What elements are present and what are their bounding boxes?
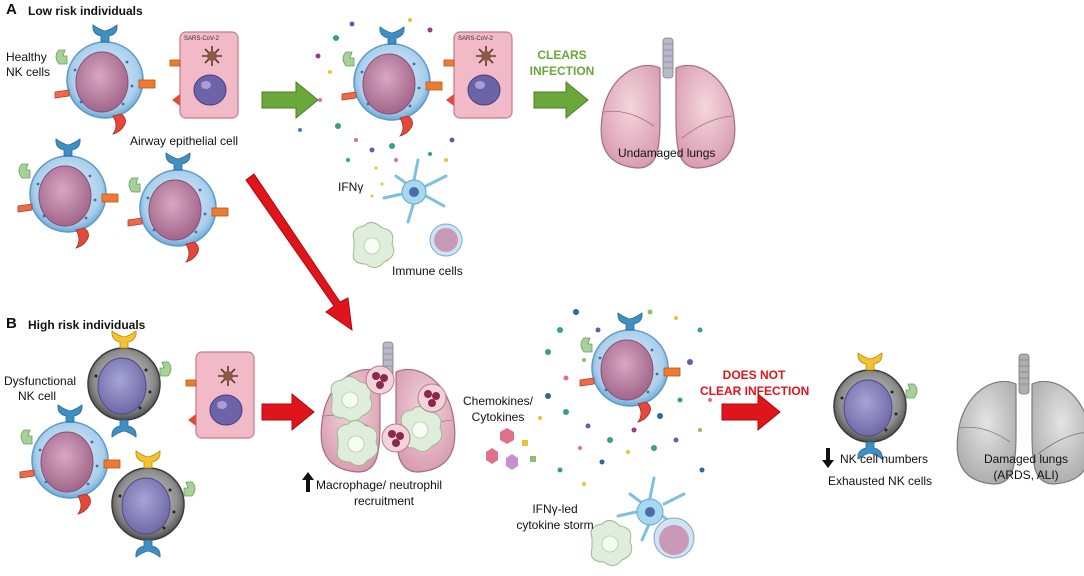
nk-cell-numbers-label: NK cell numbers — [840, 452, 929, 466]
activated-nk-cell — [579, 312, 681, 423]
cytokine-particles — [298, 18, 455, 198]
dysfunctional-nk-label-line2: NK cell — [18, 389, 57, 403]
panel-b-artwork — [19, 309, 1084, 567]
cytokine-storm-particles — [486, 309, 712, 486]
virus-label: SARS-CoV-2 — [184, 36, 220, 42]
healthy-nk-label-line2: NK cells — [6, 65, 51, 79]
panel-a-letter: A — [6, 1, 17, 18]
panel-b-title: High risk individuals — [28, 318, 146, 332]
dendritic-cell — [382, 158, 448, 224]
green-arrow — [261, 80, 319, 120]
nk-cell — [19, 404, 121, 515]
virus-label-2: SARS-CoV-2 — [458, 36, 494, 42]
does-not-clear-line2: CLEAR INFECTION — [700, 384, 810, 398]
up-arrow-icon — [302, 472, 314, 492]
neutrophil — [417, 383, 447, 413]
macrophage — [352, 221, 395, 269]
panel-b-letter: B — [6, 315, 17, 332]
exhausted-nk-cell — [833, 352, 918, 460]
undamaged-lungs-label: Undamaged lungs — [618, 146, 716, 160]
healthy-nk-cell — [127, 152, 229, 263]
clears-infection-line1: CLEARS — [537, 48, 587, 62]
dysfunctional-nk-label-line1: Dysfunctional — [4, 374, 77, 388]
airway-cell-label: Airway epithelial cell — [130, 134, 239, 148]
chemokines-label-line1: Chemokines/ — [462, 394, 534, 408]
panel-a-artwork — [17, 18, 736, 332]
red-arrow — [261, 392, 315, 432]
infected-epithelial-cell — [443, 31, 513, 119]
exhausted-nk-label: Exhausted NK cells — [828, 474, 933, 488]
damaged-lungs-label-line1: Damaged lungs — [983, 452, 1069, 466]
green-arrow — [533, 80, 589, 120]
macrophage-label-line2: recruitment — [353, 494, 415, 508]
healthy-nk-label-line1: Healthy — [6, 50, 47, 64]
lymphocyte — [653, 517, 695, 559]
chemokines-label-line2: Cytokines — [471, 410, 525, 424]
red-diagonal-arrow — [245, 173, 353, 332]
dysfunctional-nk-cell — [87, 330, 172, 438]
ifn-gamma-label: IFNγ — [338, 180, 364, 194]
immune-cells-label: Immune cells — [392, 264, 463, 278]
neutrophil — [365, 365, 395, 395]
clears-infection-line2: INFECTION — [529, 64, 595, 78]
down-arrow-icon — [822, 448, 834, 468]
activated-nk-cell — [341, 26, 443, 137]
airway-epithelial-cell — [169, 31, 239, 119]
macrophage-label-line1: Macrophage/ neutrophil — [316, 478, 443, 492]
panel-a-title: Low risk individuals — [28, 4, 143, 18]
does-not-clear-line1: DOES NOT — [722, 368, 786, 382]
damaged-lungs-label-line2: (ARDS, ALI) — [993, 468, 1059, 482]
airway-epithelial-cell — [185, 351, 255, 439]
cytokine-storm-label-line2: cytokine storm — [516, 518, 594, 532]
red-arrow — [721, 392, 781, 432]
lymphocyte — [429, 223, 463, 257]
dysfunctional-nk-cell — [111, 450, 196, 558]
cytokine-storm-label-line1: IFNγ-led — [532, 502, 578, 516]
neutrophil — [381, 423, 411, 453]
healthy-nk-cell — [54, 24, 156, 135]
healthy-nk-cell — [17, 138, 119, 249]
